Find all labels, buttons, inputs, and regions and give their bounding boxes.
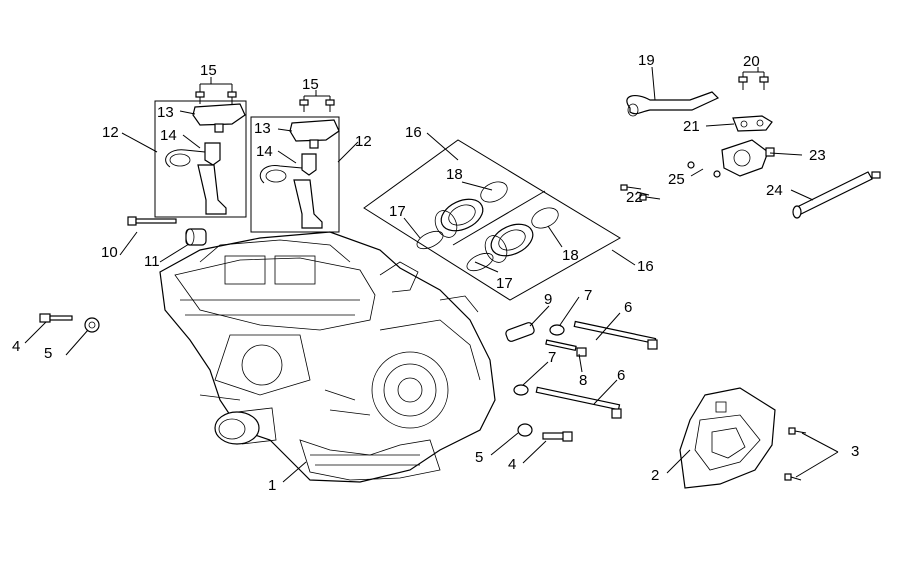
- callout-17-bottom: 17: [496, 275, 513, 292]
- callout-4-left: 4: [12, 338, 20, 355]
- callout-11: 11: [144, 253, 160, 270]
- o-rings-part-25: [687, 161, 721, 178]
- intake-boot-frame: [363, 139, 621, 301]
- callout-9: 9: [544, 291, 552, 308]
- callout-16-top: 16: [405, 124, 422, 141]
- callout-4-right: 4: [508, 456, 516, 473]
- bolt-part-8: [545, 339, 587, 357]
- hose-part-19: [626, 91, 720, 117]
- callout-22: 22: [626, 189, 643, 206]
- callout-12-right: 12: [355, 133, 372, 150]
- callout-7-upper: 7: [584, 287, 592, 304]
- sprocket-cover-part-2: [679, 387, 776, 489]
- callout-15-left: 15: [200, 62, 217, 79]
- callout-24: 24: [766, 182, 783, 199]
- bolt-right-part-4: [542, 431, 573, 442]
- washer-lower-part-7: [513, 384, 529, 396]
- callout-labels: 1 2 3 4 5 4 5 9 7 6 8 7 6 10 11 12 12 13…: [12, 52, 859, 494]
- bolt-part-10: [127, 216, 177, 226]
- callout-25: 25: [668, 171, 685, 188]
- callout-5-right: 5: [475, 449, 483, 466]
- callout-14-right: 14: [256, 143, 273, 160]
- callout-12-left: 12: [102, 124, 119, 141]
- callout-16-bottom: 16: [637, 258, 654, 275]
- callout-10: 10: [101, 244, 118, 261]
- callout-3: 3: [851, 443, 859, 460]
- washer-left-part-5: [84, 317, 100, 333]
- callout-13-right: 13: [254, 120, 271, 137]
- callout-6-lower: 6: [617, 367, 625, 384]
- callout-7-lower: 7: [548, 349, 556, 366]
- bolt-upper-part-6: [573, 320, 658, 350]
- callout-8: 8: [579, 372, 587, 389]
- spacer-part-9: [505, 322, 535, 342]
- bolts-part-22: [620, 184, 661, 201]
- bolt-lower-part-6: [535, 386, 622, 419]
- bolts-part-20: [738, 67, 769, 90]
- callout-14-left: 14: [160, 127, 177, 144]
- pipe-part-24: [792, 171, 881, 219]
- callout-6-upper: 6: [624, 299, 632, 316]
- callout-20: 20: [743, 53, 760, 70]
- intake-boot-upper: [416, 181, 508, 250]
- valve-part-23: [721, 139, 775, 177]
- callout-18-top: 18: [446, 166, 463, 183]
- intake-boot-lower: [466, 207, 559, 272]
- callout-17-left: 17: [389, 203, 406, 220]
- ignition-coil-box-right: [250, 116, 340, 233]
- callout-21: 21: [683, 118, 700, 135]
- washer-right-part-5: [517, 423, 533, 437]
- leader-lines: [24, 66, 839, 483]
- engine-assembly: [159, 231, 496, 483]
- callout-19: 19: [638, 52, 655, 69]
- screws-part-15-right: [299, 90, 335, 112]
- callout-15-right: 15: [302, 76, 319, 93]
- bolt-left-part-4: [39, 313, 73, 323]
- callout-13-left: 13: [157, 104, 174, 121]
- callout-2: 2: [651, 467, 659, 484]
- washer-upper-part-7: [549, 324, 565, 336]
- spacer-part-11: [185, 228, 207, 246]
- callout-5-left: 5: [44, 345, 52, 362]
- screws-part-3: [784, 427, 807, 481]
- callout-23: 23: [809, 147, 826, 164]
- callout-1: 1: [268, 477, 276, 494]
- screws-part-15-left: [195, 77, 237, 104]
- bracket-part-21: [732, 115, 773, 132]
- callout-18-right: 18: [562, 247, 579, 264]
